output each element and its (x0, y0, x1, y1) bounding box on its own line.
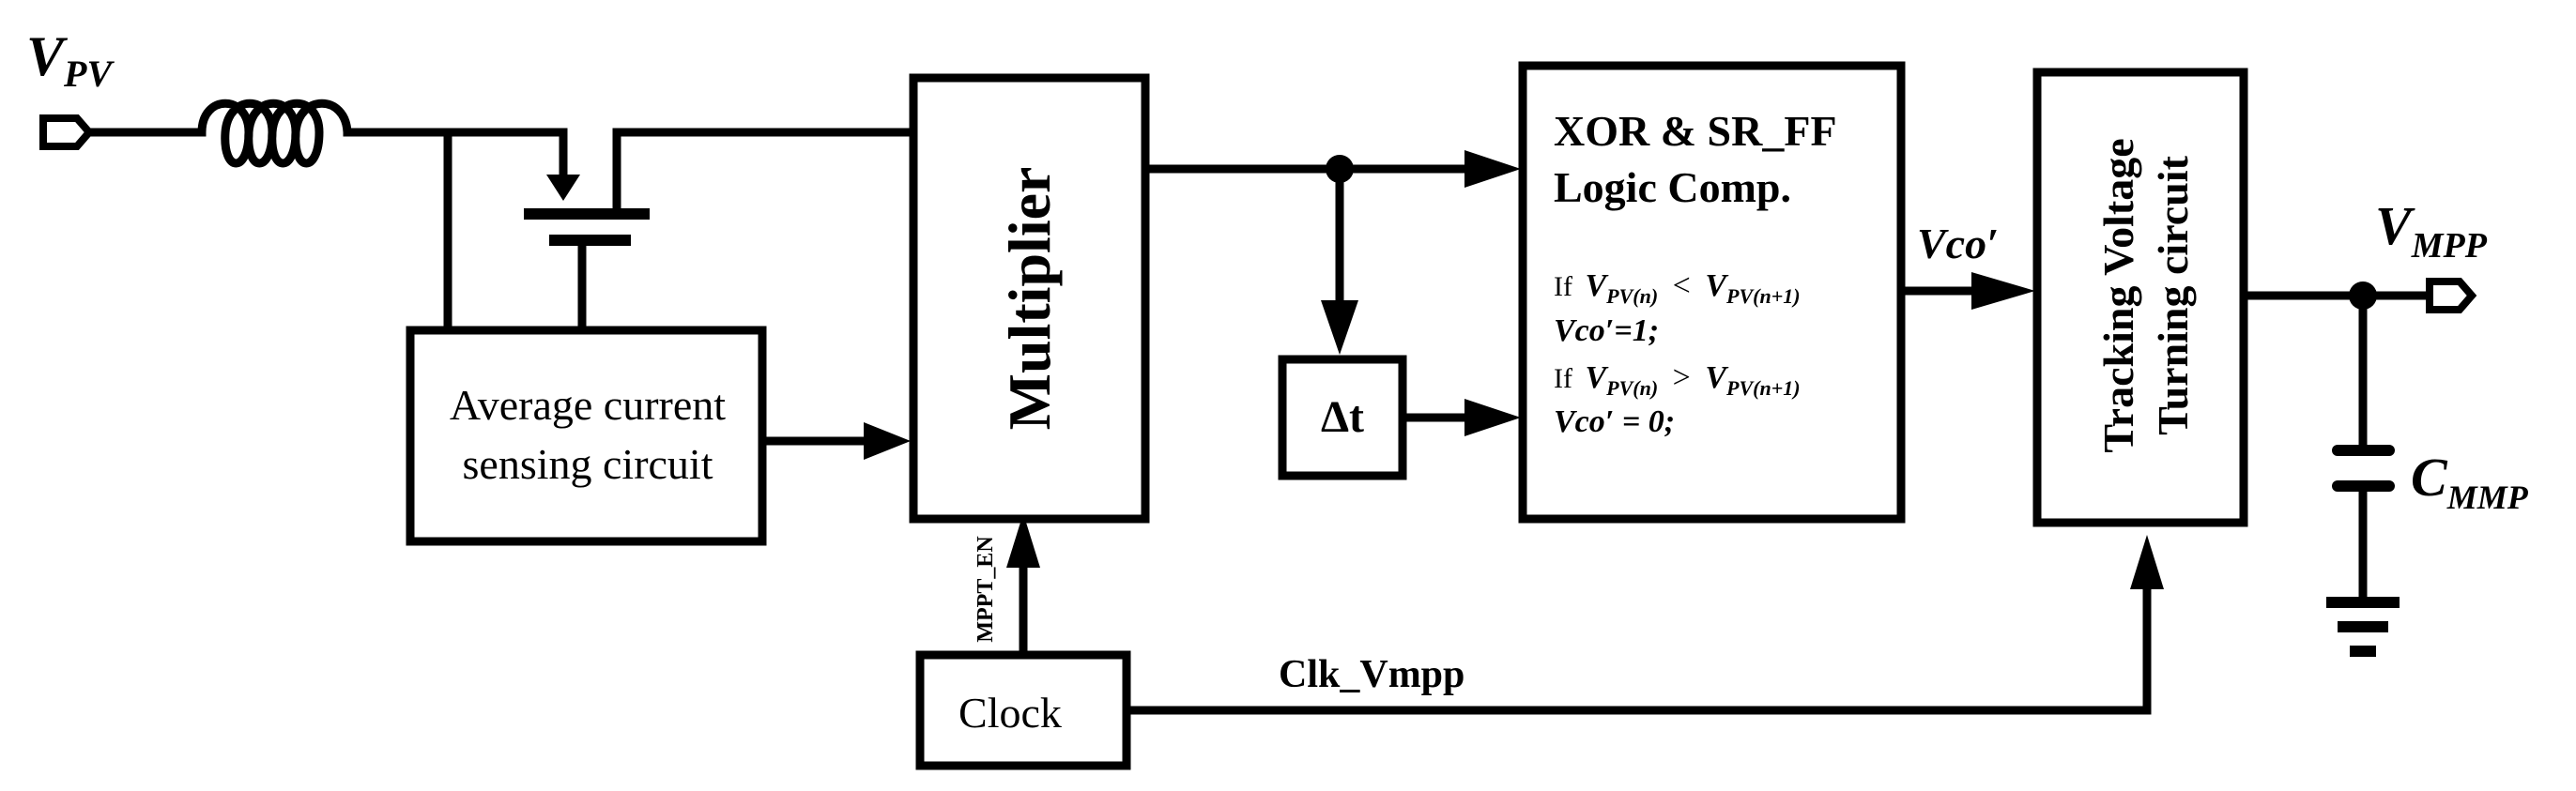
clk-vmpp-label: Clk_Vmpp (1279, 653, 1464, 696)
transistor-source-arrow (546, 175, 580, 201)
xor-logic-block (1518, 61, 1906, 524)
delta-t-block (1278, 355, 1407, 480)
clk-vmpp-arrow (2130, 535, 2164, 589)
xor-label-2: Logic Comp. (1554, 163, 1791, 211)
delay-xor-arrow (1464, 399, 1521, 436)
multiplier-xor-arrow (1464, 150, 1521, 188)
tracking-label-1: Tracking Voltage (2094, 138, 2142, 452)
xor-label-1: XOR & SR_FF (1554, 107, 1837, 155)
delay-arrow (1321, 300, 1358, 355)
tracking-voltage-block (2032, 68, 2248, 527)
vmpp-output-pin-icon (2426, 278, 2477, 313)
inductor-icon (197, 99, 352, 168)
cmmp-label: CMMP (2411, 447, 2529, 516)
multiplier-block (909, 73, 1150, 524)
avg-current-sensing-block (406, 326, 767, 546)
tracking-label-2: Turning circuit (2149, 155, 2197, 434)
avg-current-label-2: sensing circuit (463, 440, 713, 488)
mppt-en-label: MPPT_EN (974, 536, 998, 643)
logic-condition-1: If VPV(n) < VPV(n+1) (1554, 268, 1801, 310)
logic-result-1: Vco′=1; (1554, 313, 1659, 348)
vmpp-label: VMPP (2375, 195, 2488, 266)
delta-t-label: Δt (1321, 392, 1364, 442)
sensor-arrow (864, 422, 911, 460)
clock-block (915, 650, 1131, 770)
vpv-label: VPV (26, 25, 115, 95)
logic-condition-2: If VPV(n) > VPV(n+1) (1554, 360, 1801, 402)
avg-current-label-1: Average current (450, 381, 726, 429)
vpv-input-pin-icon (39, 114, 95, 150)
clock-label: Clock (958, 689, 1062, 737)
vco-label: Vco′ (1917, 220, 1999, 267)
multiplier-label: Multiplier (996, 167, 1063, 431)
logic-result-2: Vco′ = 0; (1554, 404, 1675, 439)
vco-arrow (1971, 272, 2035, 310)
mppt-en-arrow (1006, 513, 1040, 568)
